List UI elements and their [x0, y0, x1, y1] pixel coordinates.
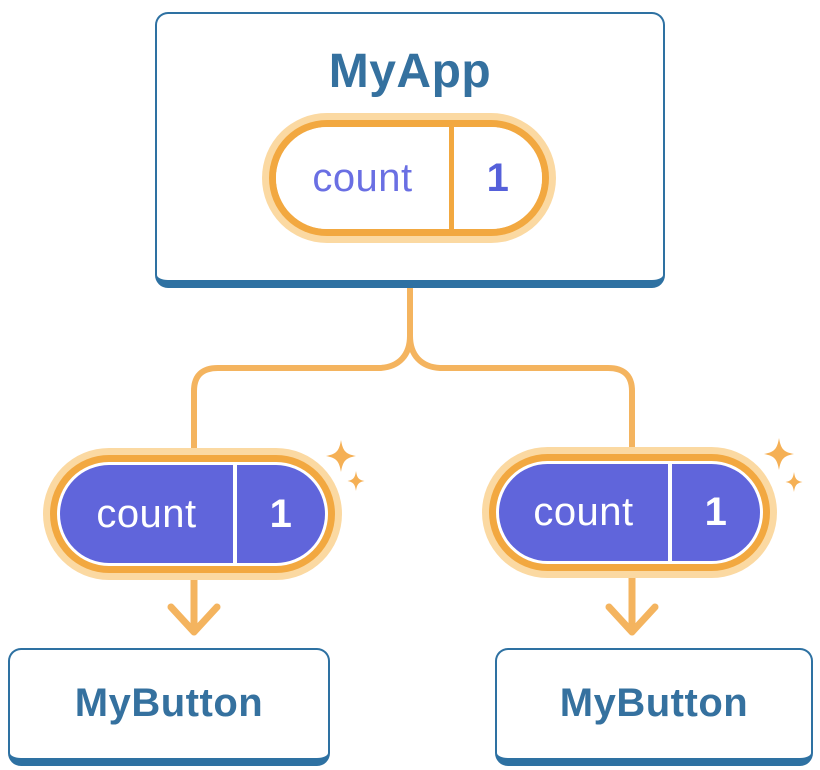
sparkle-icon [326, 440, 356, 472]
prop-value: 1 [237, 465, 325, 563]
pill-divider [449, 127, 454, 229]
component-title: MyApp [328, 45, 492, 98]
component-card-mybutton-right: MyButton [495, 648, 813, 766]
arrow-down-icon [167, 603, 221, 636]
component-title: MyButton [559, 681, 749, 725]
sparkle-icon [347, 471, 365, 491]
state-value: 1 [454, 127, 542, 229]
component-title: MyButton [74, 681, 264, 725]
pill-ring: count 1 [489, 454, 770, 571]
tree-connector-left [191, 288, 413, 460]
component-card-mybutton-left: MyButton [8, 648, 330, 766]
pill-divider [668, 464, 672, 561]
prop-key: count [60, 465, 233, 563]
arrow-down-icon [605, 603, 659, 636]
prop-pill-left: count 1 [43, 448, 342, 580]
prop-value: 1 [672, 464, 760, 561]
prop-pill-right: count 1 [482, 447, 777, 578]
sparkle-icon [785, 472, 803, 492]
pill-ring: count 1 [50, 455, 335, 573]
state-key: count [276, 127, 449, 229]
state-pill: count 1 [262, 113, 556, 243]
tree-connector-right [407, 288, 635, 460]
prop-key: count [499, 464, 668, 561]
pill-ring: count 1 [269, 120, 549, 236]
pill-divider [233, 465, 237, 563]
sparkle-icon [764, 438, 794, 470]
